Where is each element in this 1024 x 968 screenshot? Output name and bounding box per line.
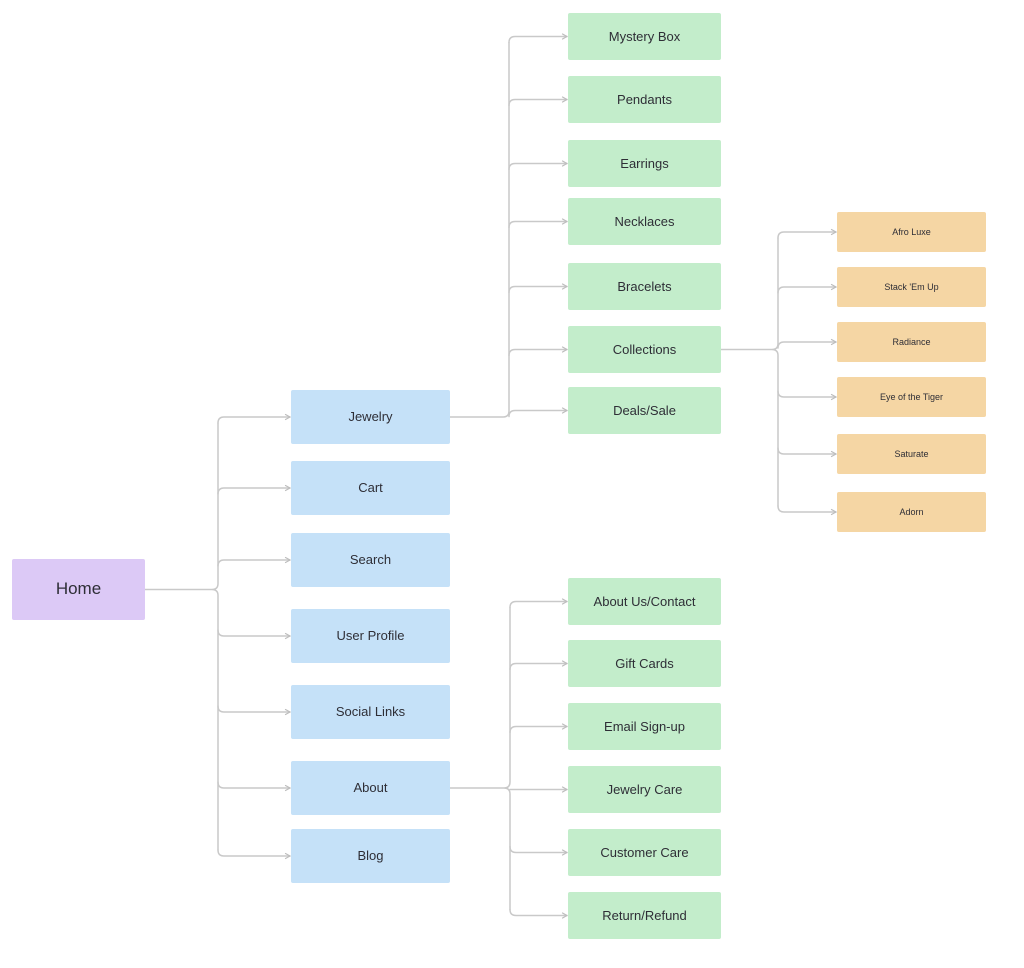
node-deals-sale-label: Deals/Sale	[613, 402, 676, 418]
node-mystery-box[interactable]: Mystery Box	[568, 13, 721, 60]
node-bracelets[interactable]: Bracelets	[568, 263, 721, 310]
connector-branch	[508, 218, 568, 229]
connector-branch	[217, 705, 291, 716]
node-deals-sale[interactable]: Deals/Sale	[568, 387, 721, 434]
node-home[interactable]: Home	[12, 559, 145, 620]
connector-branch	[777, 228, 837, 239]
connector-branch	[509, 660, 568, 671]
node-gift-cards[interactable]: Gift Cards	[568, 640, 721, 687]
node-radiance[interactable]: Radiance	[837, 322, 986, 362]
connector-branch	[217, 781, 291, 792]
node-customer-care-label: Customer Care	[600, 844, 689, 860]
node-return-refund[interactable]: Return/Refund	[568, 892, 721, 939]
connector-trunk	[449, 606, 511, 911]
node-collections[interactable]: Collections	[568, 326, 721, 373]
node-earrings-label: Earrings	[620, 155, 669, 171]
node-jewelry-label: Jewelry	[348, 409, 393, 425]
node-stack-em-up-label: Stack 'Em Up	[884, 281, 939, 292]
node-earrings[interactable]: Earrings	[568, 140, 721, 187]
node-social-links-label: Social Links	[335, 704, 406, 720]
node-jewelry[interactable]: Jewelry	[291, 390, 450, 444]
connector-branch	[508, 33, 568, 44]
node-pendants[interactable]: Pendants	[568, 76, 721, 123]
node-email-signup[interactable]: Email Sign-up	[568, 703, 721, 750]
node-afro-luxe[interactable]: Afro Luxe	[837, 212, 986, 252]
node-eye-of-the-tiger[interactable]: Eye of the Tiger	[837, 377, 986, 417]
connector-branch	[508, 407, 568, 418]
connector-trunk	[449, 41, 510, 418]
node-jewelry-care-label: Jewelry Care	[606, 781, 683, 797]
node-email-signup-label: Email Sign-up	[604, 718, 685, 734]
node-blog-label: Blog	[357, 848, 384, 864]
node-search-label: Search	[349, 552, 392, 568]
connector-branch	[509, 723, 568, 734]
connector-branch	[508, 346, 568, 357]
node-necklaces-label: Necklaces	[614, 213, 675, 229]
node-about-us-contact[interactable]: About Us/Contact	[568, 578, 721, 625]
connector-branch	[509, 845, 568, 856]
connector-branch	[777, 338, 837, 349]
node-about-us-contact-label: About Us/Contact	[593, 593, 696, 609]
connector-trunk	[720, 237, 779, 507]
node-cart-label: Cart	[358, 480, 383, 496]
node-home-label: Home	[55, 579, 102, 599]
node-blog[interactable]: Blog	[291, 829, 450, 883]
node-afro-luxe-label: Afro Luxe	[892, 226, 931, 237]
connector-trunk	[144, 422, 219, 851]
node-saturate[interactable]: Saturate	[837, 434, 986, 474]
connector-branch	[217, 484, 291, 495]
node-saturate-label: Saturate	[894, 448, 929, 459]
connector-branch	[777, 447, 837, 458]
node-collections-label: Collections	[612, 341, 677, 357]
connector-branch	[508, 283, 568, 294]
node-search[interactable]: Search	[291, 533, 450, 587]
node-social-links[interactable]: Social Links	[291, 685, 450, 739]
node-eye-of-the-tiger-label: Eye of the Tiger	[879, 391, 944, 402]
connector-branch	[508, 160, 568, 171]
connector-branch	[217, 413, 291, 424]
node-pendants-label: Pendants	[617, 91, 672, 107]
connector-branch	[777, 390, 837, 401]
connector-branch	[509, 598, 568, 609]
node-about-label: About	[353, 780, 388, 796]
node-adorn[interactable]: Adorn	[837, 492, 986, 532]
node-bracelets-label: Bracelets	[617, 278, 672, 294]
node-necklaces[interactable]: Necklaces	[568, 198, 721, 245]
connector-branch	[217, 849, 291, 860]
node-return-refund-label: Return/Refund	[602, 907, 687, 923]
node-mystery-box-label: Mystery Box	[608, 28, 681, 44]
node-gift-cards-label: Gift Cards	[615, 655, 674, 671]
node-cart[interactable]: Cart	[291, 461, 450, 515]
node-about[interactable]: About	[291, 761, 450, 815]
node-adorn-label: Adorn	[899, 506, 924, 517]
connector-branch	[777, 505, 837, 516]
node-stack-em-up[interactable]: Stack 'Em Up	[837, 267, 986, 307]
node-user-profile[interactable]: User Profile	[291, 609, 450, 663]
node-customer-care[interactable]: Customer Care	[568, 829, 721, 876]
connector-branch	[777, 283, 837, 294]
connector-branch	[217, 629, 291, 640]
connector-branch	[217, 556, 291, 567]
node-jewelry-care[interactable]: Jewelry Care	[568, 766, 721, 813]
connector-branch	[509, 908, 568, 919]
node-radiance-label: Radiance	[892, 336, 931, 347]
node-user-profile-label: User Profile	[336, 628, 405, 644]
connector-branch	[508, 96, 568, 107]
